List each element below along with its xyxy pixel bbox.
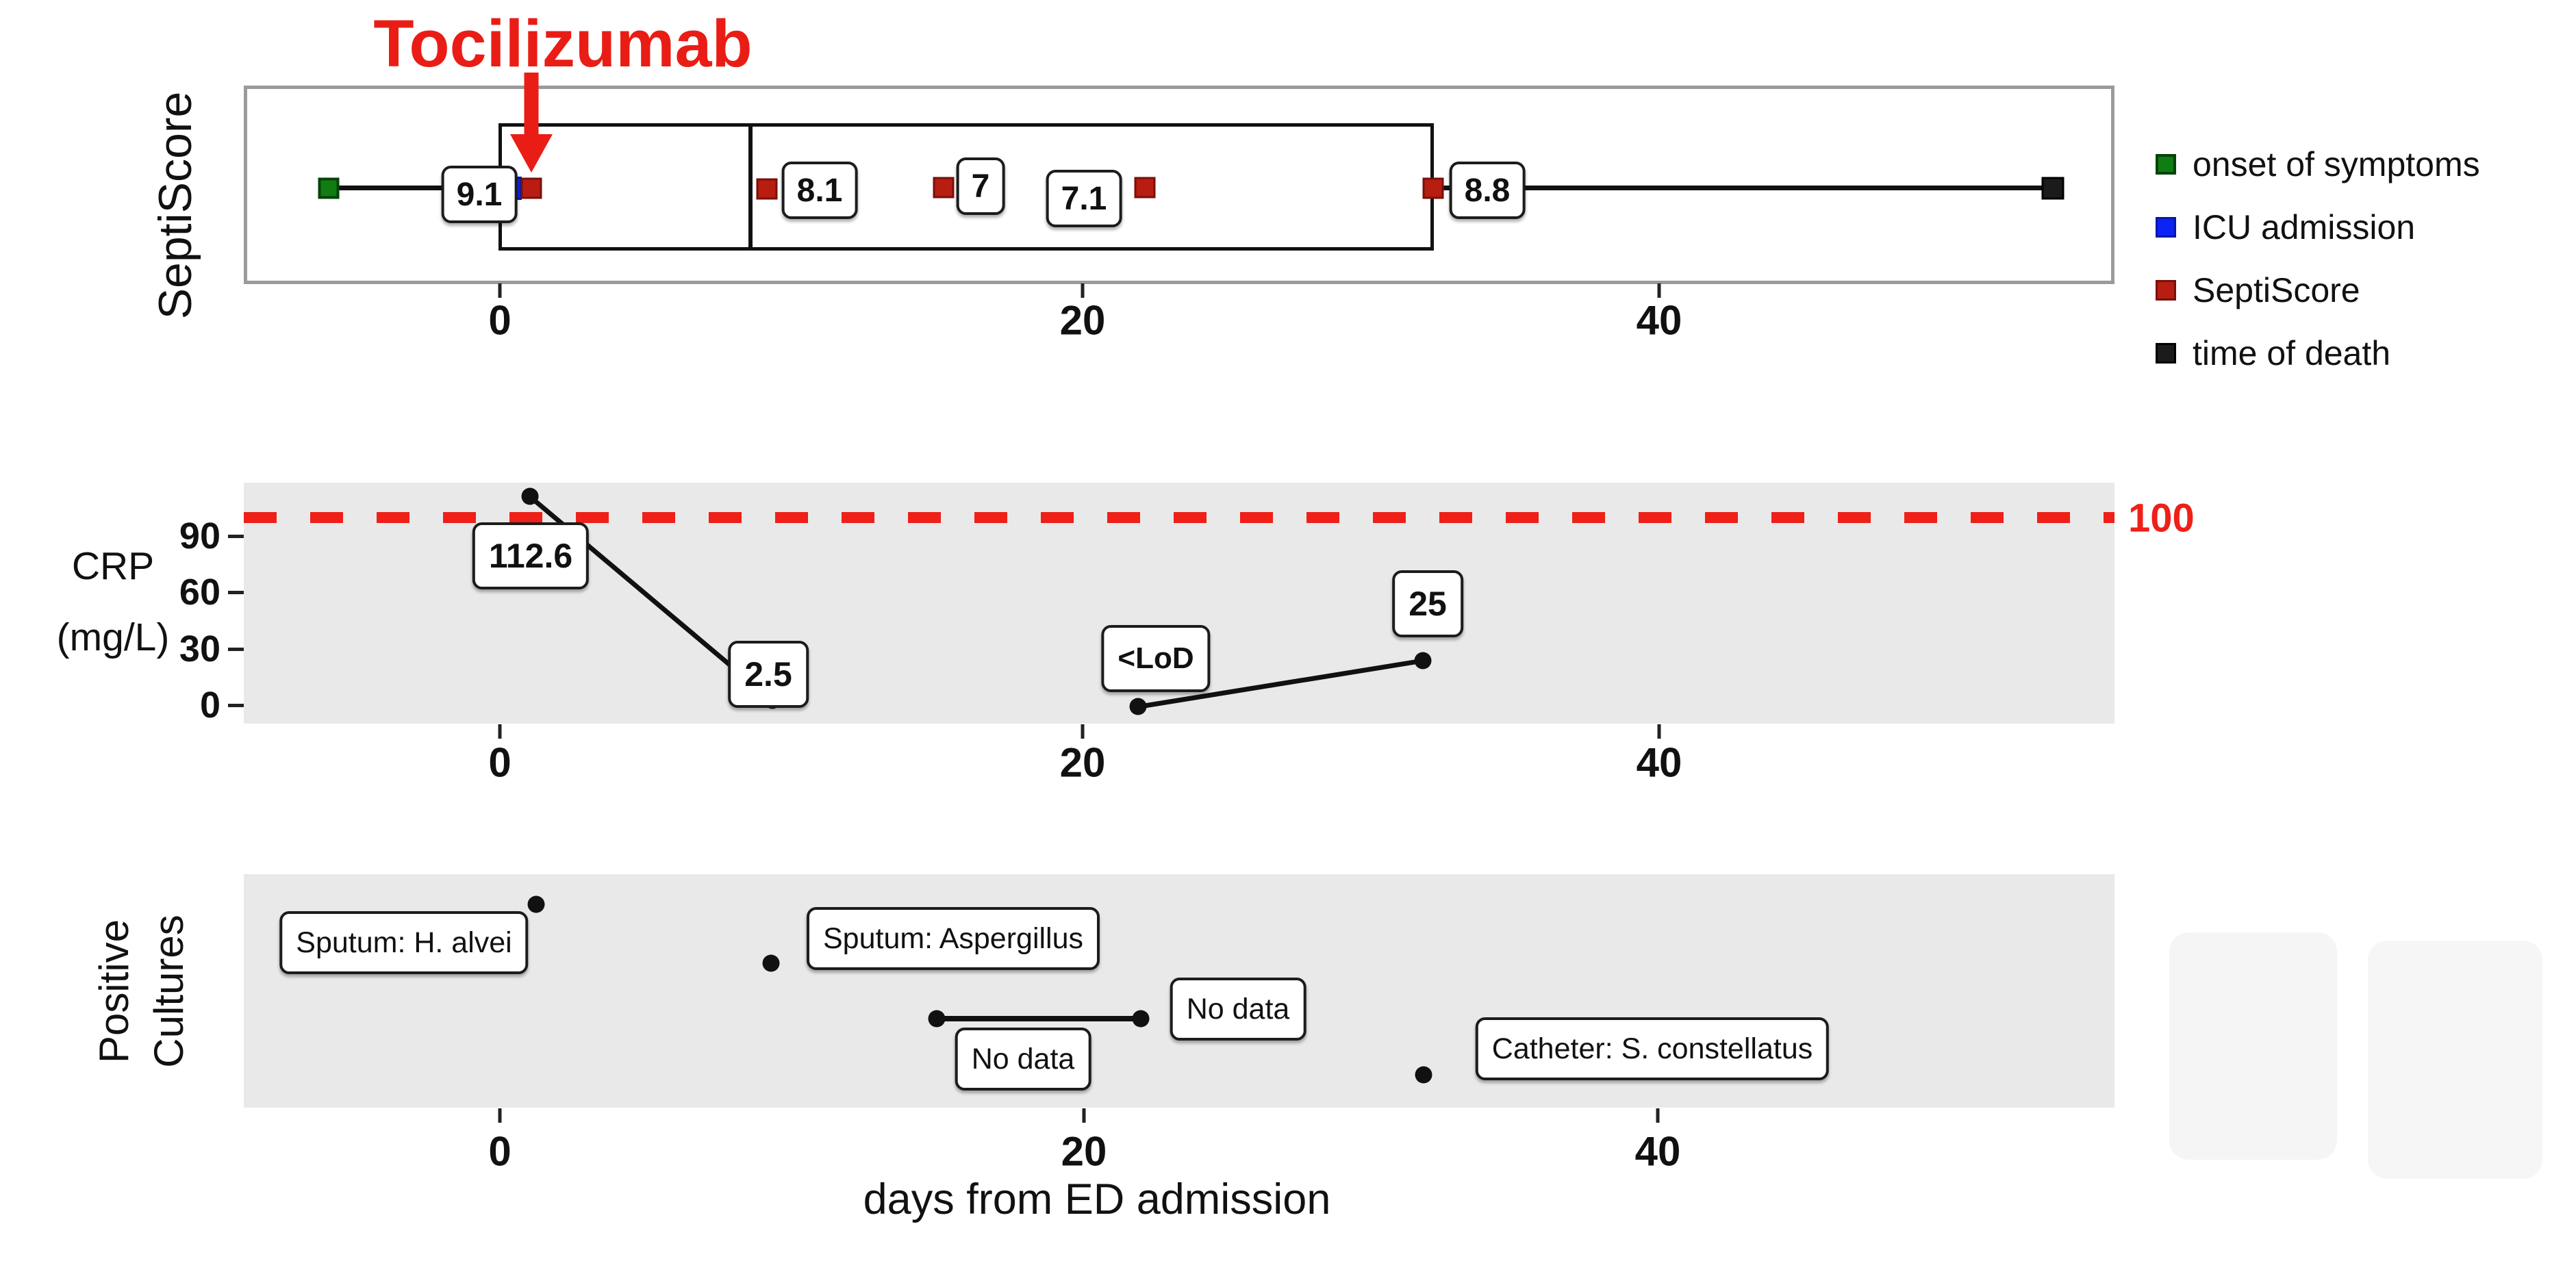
legend-item-onset: onset of symptoms bbox=[2156, 142, 2480, 186]
septiscore-value-label: 9.1 bbox=[441, 166, 518, 223]
legend-label: SeptiScore bbox=[2193, 271, 2360, 309]
septiscore-value-label: 7.1 bbox=[1046, 170, 1122, 227]
culture-label: No data bbox=[955, 1028, 1091, 1091]
crp-point bbox=[521, 487, 539, 505]
crp-point bbox=[1414, 652, 1432, 670]
y-tick-label: 60 bbox=[179, 572, 220, 613]
legend-label: time of death bbox=[2193, 334, 2391, 372]
left-whisker bbox=[329, 186, 500, 190]
x-tick-label: 40 bbox=[1634, 1128, 1681, 1175]
x-tick bbox=[498, 1108, 502, 1123]
culture-point bbox=[928, 1010, 946, 1028]
x-tick bbox=[1657, 283, 1661, 298]
legend-item-septiscore: SeptiScore bbox=[2156, 268, 2360, 312]
x-axis-title: days from ED admission bbox=[863, 1175, 1331, 1223]
crp-threshold-label: 100 bbox=[2128, 496, 2195, 541]
cultures-y-label: Positive Cultures bbox=[87, 915, 197, 1067]
septiscore-legend-key-icon bbox=[2156, 280, 2176, 301]
y-tick-label: 90 bbox=[179, 515, 220, 557]
x-tick-label: 40 bbox=[1636, 739, 1682, 786]
x-tick-label: 0 bbox=[488, 297, 512, 344]
onset-of-symptoms-marker-icon bbox=[318, 177, 340, 199]
cultures-y-label-line1: Positive bbox=[91, 919, 137, 1064]
cultures-y-label-line2: Cultures bbox=[146, 915, 192, 1068]
x-tick bbox=[1081, 283, 1085, 298]
culture-point bbox=[527, 895, 545, 913]
time-of-death-marker-icon bbox=[2041, 177, 2064, 200]
x-tick-label: 40 bbox=[1636, 297, 1682, 344]
right-whisker bbox=[1433, 186, 2053, 190]
legend-label: ICU admission bbox=[2193, 208, 2416, 246]
legend-item-death: time of death bbox=[2156, 331, 2390, 375]
crp-value-label: <LoD bbox=[1101, 625, 1211, 692]
box-divider-line bbox=[748, 123, 753, 251]
x-tick-label: 20 bbox=[1061, 1128, 1107, 1175]
septiscore-value-label: 7 bbox=[956, 157, 1005, 215]
x-tick bbox=[1656, 1108, 1660, 1123]
crp-y-label-line1: CRP bbox=[71, 544, 155, 588]
cultures-line-segment bbox=[937, 1016, 1141, 1021]
septiscore-marker-icon bbox=[933, 177, 955, 199]
septiscore-value-label: 8.1 bbox=[781, 162, 858, 219]
tocilizumab-arrow-shaft-icon bbox=[524, 73, 539, 136]
culture-point bbox=[1132, 1010, 1150, 1028]
septiscore-marker-icon bbox=[520, 177, 542, 199]
tocilizumab-arrow-head-icon bbox=[510, 134, 553, 173]
septiscore-marker-icon bbox=[1422, 177, 1444, 199]
crp-value-label: 25 bbox=[1392, 570, 1463, 637]
death-legend-key-icon bbox=[2156, 343, 2176, 364]
crp-value-label: 112.6 bbox=[472, 522, 590, 589]
ghost-artifact bbox=[2169, 932, 2337, 1160]
septiscore-y-label: SeptiScore bbox=[149, 91, 201, 320]
septiscore-marker-icon bbox=[1134, 177, 1156, 199]
x-tick bbox=[1657, 724, 1661, 739]
crp-point bbox=[1129, 698, 1147, 715]
y-tick bbox=[228, 704, 244, 707]
legend-item-icu: ICU admission bbox=[2156, 205, 2415, 249]
legend-label: onset of symptoms bbox=[2193, 145, 2480, 183]
y-tick bbox=[228, 648, 244, 651]
culture-label: Catheter: S. constellatus bbox=[1475, 1017, 1830, 1080]
y-tick-label: 0 bbox=[199, 685, 220, 726]
culture-label: No data bbox=[1170, 978, 1306, 1041]
x-tick-label: 20 bbox=[1059, 739, 1106, 786]
septiscore-value-label: 8.8 bbox=[1449, 162, 1526, 219]
y-tick bbox=[228, 591, 244, 594]
x-tick bbox=[1081, 724, 1085, 739]
ghost-artifact bbox=[2368, 941, 2542, 1179]
x-tick-label: 20 bbox=[1059, 297, 1106, 344]
crp-threshold-line bbox=[244, 512, 2114, 523]
x-tick bbox=[498, 283, 502, 298]
culture-point bbox=[762, 954, 780, 972]
septiscore-marker-icon bbox=[756, 178, 778, 200]
x-tick-label: 0 bbox=[488, 739, 512, 786]
culture-point bbox=[1415, 1066, 1432, 1084]
x-tick-label: 0 bbox=[488, 1128, 512, 1175]
crp-y-label-line2: (mg/L) bbox=[56, 615, 170, 659]
culture-label: Sputum: H. alvei bbox=[279, 911, 529, 974]
onset-legend-key-icon bbox=[2156, 154, 2176, 175]
tocilizumab-annotation: Tocilizumab bbox=[373, 6, 753, 81]
crp-y-label: CRP (mg/L) bbox=[21, 531, 205, 673]
x-tick bbox=[498, 724, 502, 739]
x-tick bbox=[1082, 1108, 1086, 1123]
culture-label: Sputum: Aspergillus bbox=[806, 907, 1100, 970]
y-tick bbox=[228, 535, 244, 538]
y-tick-label: 30 bbox=[179, 628, 220, 670]
icu-legend-key-icon bbox=[2156, 217, 2176, 238]
crp-value-label: 2.5 bbox=[728, 641, 809, 708]
